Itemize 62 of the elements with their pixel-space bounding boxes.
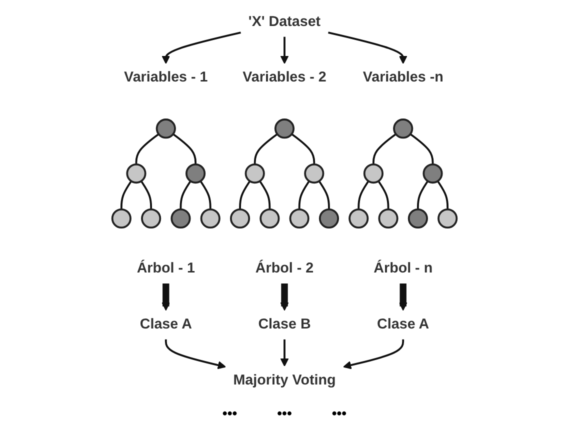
node-circle [422,163,443,184]
connector [318,180,330,210]
ellipsis-dots: ••• [332,405,347,421]
ellipsis-dots: ••• [277,405,292,421]
node-circle [438,208,458,229]
connector [358,180,370,210]
connector [200,180,212,210]
connector [239,180,251,210]
node-text: Majority Voting [233,372,336,388]
node-circle [156,118,176,139]
connector [416,180,429,210]
connector [298,180,310,210]
arrow [280,282,289,311]
node-text: Árbol - 1 [136,260,195,276]
node-circle [244,163,265,184]
connector [291,133,316,164]
arrow [162,32,241,64]
node-circle [230,208,250,229]
node-circle [363,163,384,184]
node-circle [170,208,191,229]
node-circle [186,163,206,184]
node-circle [393,118,414,139]
node-circle [274,118,295,139]
node-circle [289,208,310,229]
node-text: Árbol - 2 [255,260,314,276]
node-text: Variables - 1 [124,69,208,86]
connector [140,180,152,210]
arrow [280,339,289,367]
node-text: Clase A [377,316,430,332]
node-text: Variables - 2 [242,69,326,86]
connector [135,133,160,164]
node-circle [200,208,220,229]
node-circle [378,208,398,229]
arrow [162,282,170,311]
ellipsis-dots: ••• [222,405,238,421]
node-circle [408,208,428,229]
node-text: Clase B [258,316,311,332]
arrow [280,36,289,64]
node-circle [304,163,324,184]
node-circle [348,208,369,229]
arrow [328,32,408,64]
connector [436,180,449,210]
node-text: Clase A [140,316,192,332]
node-text: 'X' Dataset [248,13,321,30]
node-text: Árbol - n [374,260,433,276]
arrow [343,339,404,370]
node-circle [141,208,162,229]
connector [254,133,278,164]
node-circle [111,208,132,229]
node-circle [126,163,146,184]
node-circle [318,208,340,229]
connector [410,133,434,164]
arrow [398,282,408,311]
node-text: Variables -n [362,69,444,86]
connector [172,133,196,164]
connector [180,180,192,210]
connector [259,180,271,210]
connector [378,180,390,210]
connector [120,180,132,210]
connector [372,133,396,164]
arrow [164,339,226,370]
node-circle [260,208,280,229]
